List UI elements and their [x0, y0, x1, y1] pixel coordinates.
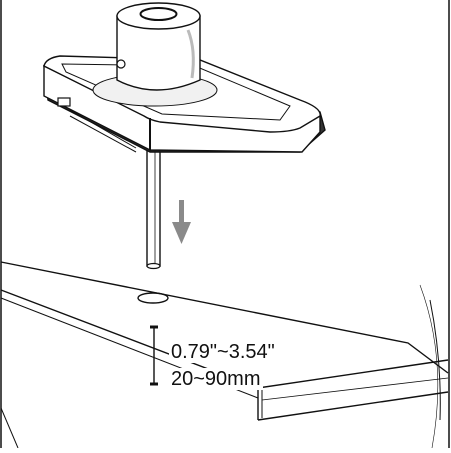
dimension-bracket-icon — [150, 325, 158, 386]
desk — [0, 261, 449, 449]
desk-top-edge — [0, 261, 449, 374]
desk-curve-line — [429, 299, 441, 421]
mount-base — [43, 55, 326, 153]
down-arrow-icon — [172, 200, 191, 244]
mounting-pole — [146, 147, 161, 270]
desk-bottom-edge — [257, 391, 449, 421]
desk-hole — [137, 292, 169, 304]
thickness-inches-label: 0.79"~3.54" — [169, 341, 277, 363]
thickness-mm-label: 20~90mm — [169, 368, 263, 390]
mount-column — [116, 2, 201, 91]
